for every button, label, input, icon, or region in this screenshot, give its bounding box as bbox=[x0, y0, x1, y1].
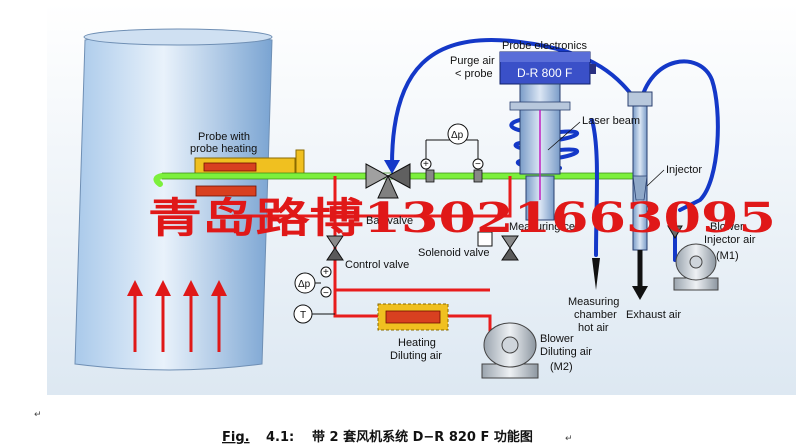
label-purge-air-2: < probe bbox=[455, 68, 493, 80]
flow-arrow-2-head bbox=[155, 280, 171, 296]
ball-valve bbox=[365, 163, 411, 199]
flow-arrow-1-head bbox=[127, 280, 143, 296]
label-device-name: D-R 800 F bbox=[517, 66, 572, 80]
label-dp-bottom: Δp bbox=[298, 279, 311, 290]
solenoid-coil bbox=[477, 231, 493, 247]
purge-air-to-ball-valve bbox=[390, 37, 642, 167]
label-temperature: T bbox=[300, 310, 306, 321]
label-dp-top: Δp bbox=[451, 130, 464, 141]
label-dp-minus-top: − bbox=[475, 159, 481, 170]
paragraph-mark-2: ↵ bbox=[565, 434, 573, 444]
dilution-line-valve bbox=[333, 176, 378, 318]
dp-top-gauge bbox=[447, 123, 469, 145]
delta-p-sensor-top bbox=[420, 123, 484, 183]
dp-bottom-plus-port bbox=[320, 266, 332, 278]
dp-top-restrictor bbox=[425, 169, 435, 183]
flow-arrow-3-head bbox=[183, 280, 199, 296]
dilution-line-top bbox=[232, 176, 512, 218]
label-dp-plus-top: + bbox=[423, 159, 429, 170]
label-injector: Injector bbox=[666, 164, 702, 176]
label-measuring-chamber-3: hot air bbox=[578, 322, 609, 334]
label-measuring-chamber-1: Measuring bbox=[568, 296, 619, 308]
electronics-connector bbox=[590, 64, 596, 74]
chimney-top bbox=[83, 28, 273, 46]
ball-valve-down bbox=[377, 174, 399, 199]
label-purge-air-1: Purge air bbox=[450, 55, 495, 67]
control-valve-bottom bbox=[326, 247, 344, 261]
analyzer-flange-top bbox=[509, 101, 571, 111]
label-blower-injector-2: Injector air bbox=[704, 234, 756, 246]
blower-injector-air bbox=[673, 243, 719, 291]
delta-p-sensor-bottom bbox=[294, 266, 332, 298]
caption-number: 4.1: bbox=[266, 430, 294, 445]
paragraph-mark-1: ↵ bbox=[34, 410, 42, 420]
control-valve bbox=[326, 235, 344, 261]
label-ball-valve: Ball valve bbox=[366, 215, 413, 227]
dp-bottom-minus-port bbox=[320, 286, 332, 298]
label-control-valve: Control valve bbox=[345, 259, 409, 271]
label-measuring-chamber-2: chamber bbox=[574, 309, 617, 321]
label-dp-minus-bottom: − bbox=[323, 288, 329, 299]
solenoid-valve bbox=[477, 231, 519, 261]
caption-text: 带 2 套风机系统 D−R 820 F 功能图 bbox=[312, 429, 533, 445]
stack-flow-arrows bbox=[127, 280, 227, 352]
injector-label-pointer bbox=[646, 169, 665, 187]
label-dp-plus-bottom: + bbox=[323, 267, 329, 278]
blower-diluting-air bbox=[481, 322, 539, 379]
label-blower-injector-1: Blower bbox=[710, 221, 744, 233]
control-valve-top bbox=[326, 235, 344, 249]
label-probe-heating-2: probe heating bbox=[190, 143, 257, 155]
blower-m2-hub bbox=[501, 336, 519, 354]
dp-top-plus-port bbox=[420, 158, 432, 170]
dilution-air-line bbox=[232, 176, 512, 332]
label-probe-heating-1: Probe with bbox=[198, 131, 250, 143]
sample-gas-line bbox=[153, 173, 643, 187]
injector-air-valve bbox=[667, 225, 683, 239]
flow-arrow-4-head bbox=[211, 280, 227, 296]
label-heating-1: Heating bbox=[398, 337, 436, 349]
laser-beam-pointer bbox=[547, 121, 581, 151]
label-solenoid-valve: Solenoid valve bbox=[418, 247, 490, 259]
probe-heater-coil bbox=[203, 162, 257, 172]
solenoid-valve-bottom bbox=[501, 247, 519, 261]
label-probe-electronics: Probe electronics bbox=[502, 40, 587, 52]
probe-tube bbox=[153, 173, 383, 187]
label-heating-2: Diluting air bbox=[390, 350, 442, 362]
dp-top-minus-port bbox=[472, 158, 484, 170]
ball-valve-left bbox=[365, 163, 390, 189]
purge-arrow-head bbox=[384, 160, 400, 174]
label-measuring-cell: Measuring cell bbox=[509, 221, 580, 233]
injector-head bbox=[627, 91, 653, 107]
blower-m1-hub bbox=[689, 255, 703, 269]
dp-top-restrictor-2 bbox=[473, 169, 483, 183]
probe-heater-flange bbox=[295, 149, 305, 177]
probe-electronics-label-strip bbox=[500, 52, 590, 62]
injector-nozzle bbox=[632, 175, 648, 201]
label-laser-beam: Laser beam bbox=[582, 115, 640, 127]
label-blower-injector-3: (M1) bbox=[716, 250, 739, 262]
ball-valve-right bbox=[386, 163, 411, 189]
watermark-text: 青岛路博13021663095 bbox=[148, 194, 776, 242]
solenoid-valve-top bbox=[501, 235, 519, 249]
exhaust-arrow-head bbox=[632, 286, 648, 300]
caption-fig: Fig. bbox=[222, 430, 250, 445]
probe-lower-heater bbox=[195, 185, 257, 197]
label-blower-dilute-1: Blower bbox=[540, 333, 574, 345]
label-exhaust-air: Exhaust air bbox=[626, 309, 681, 321]
hot-air-arrow-head bbox=[592, 258, 600, 290]
injector-air-loop bbox=[638, 59, 720, 212]
label-blower-dilute-3: (M2) bbox=[550, 361, 573, 373]
label-blower-dilute-2: Diluting air bbox=[540, 346, 592, 358]
measuring-chamber-hot-air bbox=[590, 118, 599, 257]
dilution-heater-coil bbox=[385, 310, 441, 324]
